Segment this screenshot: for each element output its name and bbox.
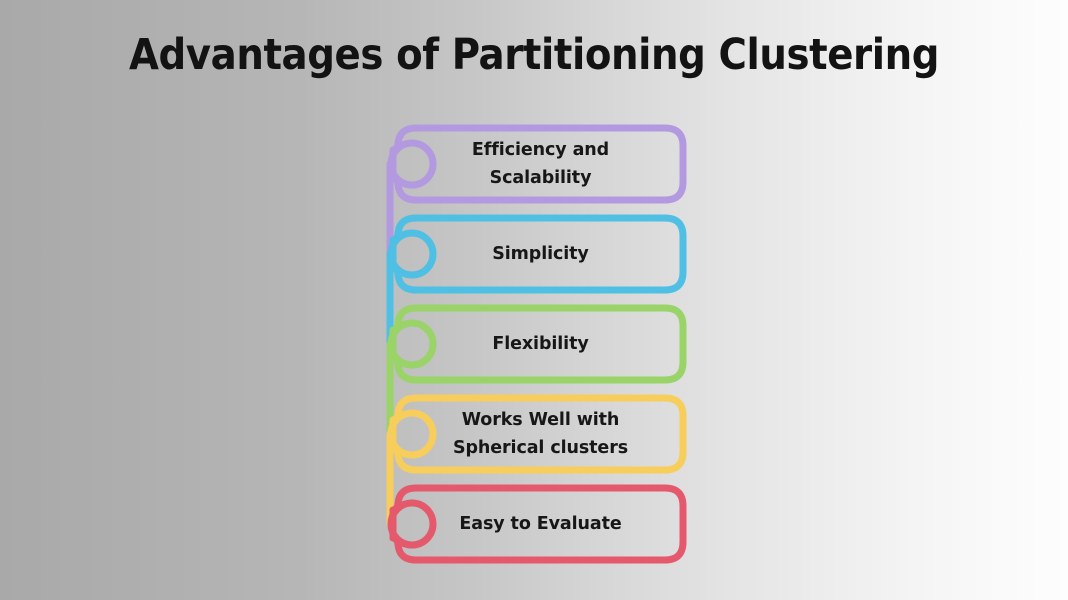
circle-node-icon: [387, 499, 437, 549]
page-title: Advantages of Partitioning Clustering: [128, 30, 940, 80]
circle-node-icon: [387, 229, 437, 279]
circle-node-icon: [387, 139, 437, 189]
circle-node-icon: [387, 319, 437, 369]
circle-node-icon: [387, 409, 437, 459]
